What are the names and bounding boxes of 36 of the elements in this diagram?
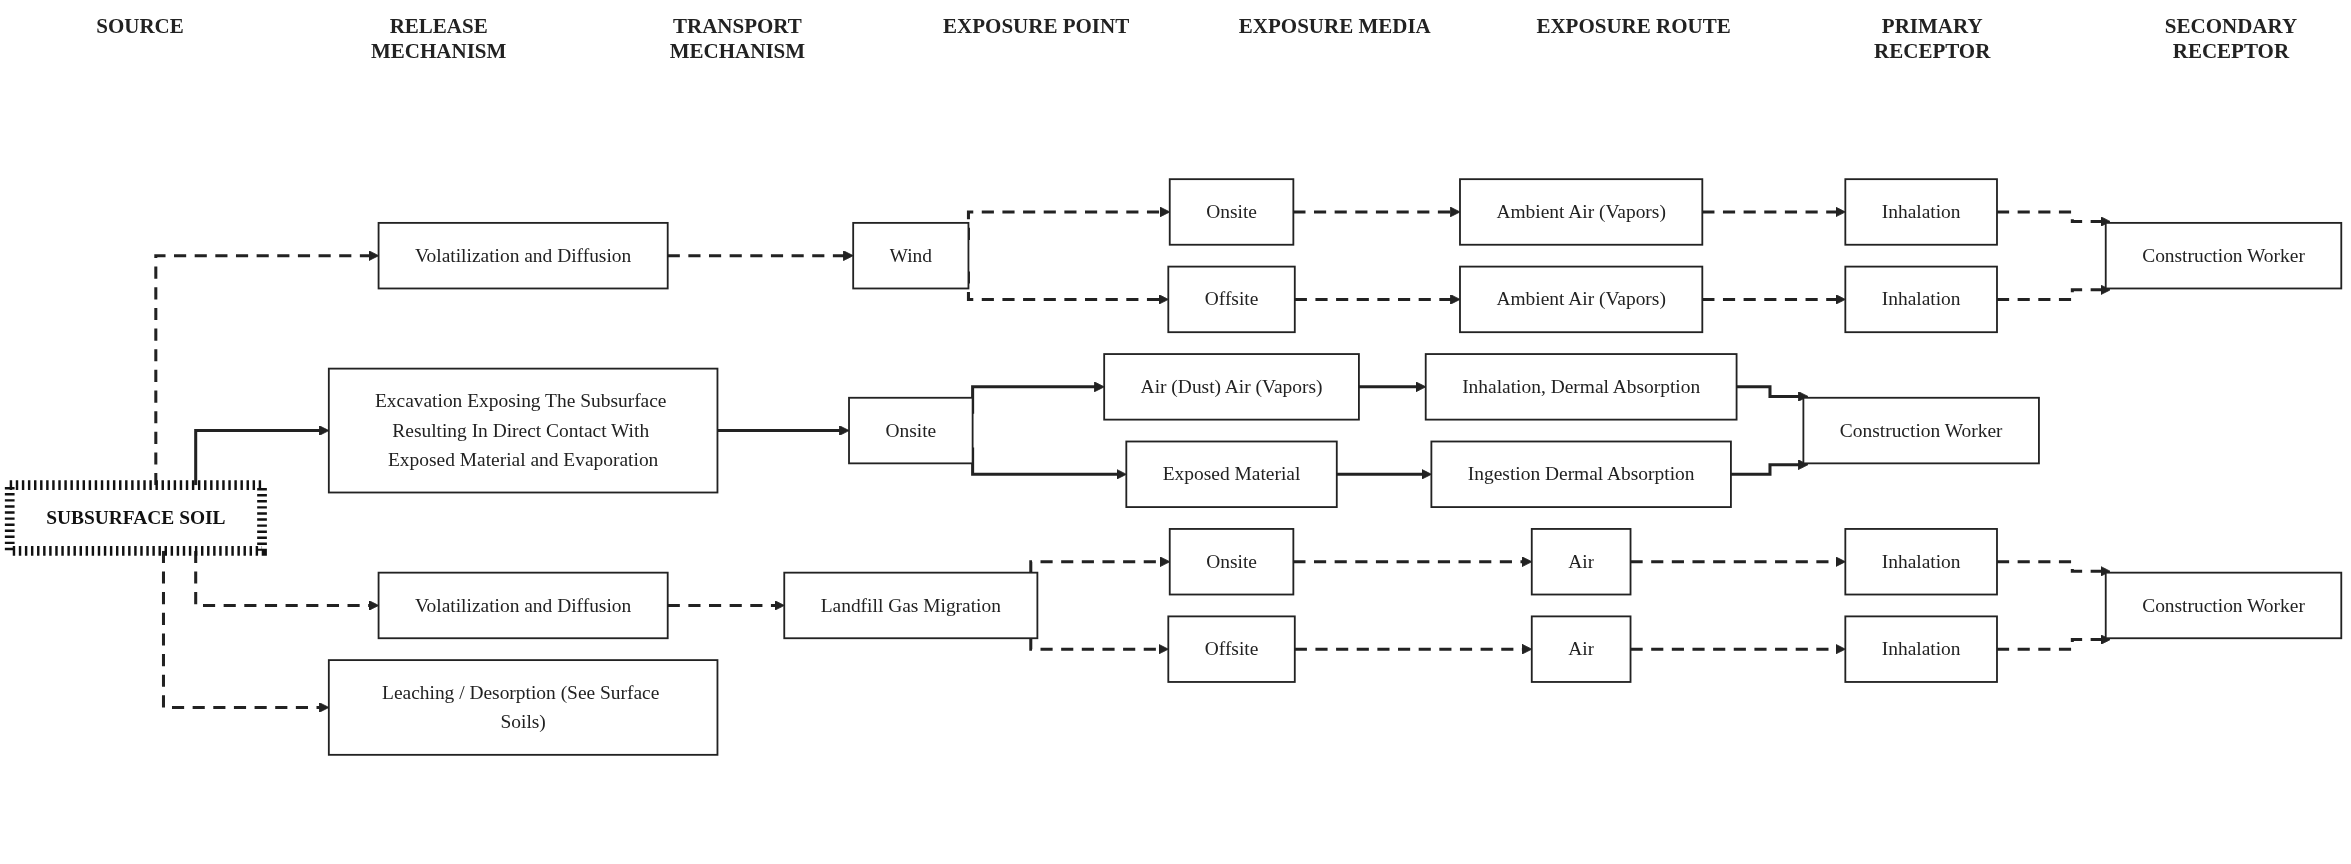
column-heading: EXPOSURE POINT	[942, 14, 1131, 40]
node-box: Offsite	[1167, 265, 1296, 334]
node-box: Ingestion Dermal Absorption	[1430, 440, 1732, 508]
node-box: Inhalation, Dermal Absorption	[1424, 353, 1738, 421]
node-box: Exposed Material	[1125, 440, 1338, 508]
node-box: Air (Dust) Air (Vapors)	[1103, 353, 1360, 421]
node-box: Volatilization and Diffusion	[377, 571, 669, 640]
column-heading: EXPOSURE ROUTE	[1535, 14, 1732, 40]
node-box: Onsite	[848, 396, 974, 465]
node-box: Ambient Air (Vapors)	[1459, 178, 1704, 246]
column-heading: SECONDARY RECEPTOR	[2163, 14, 2299, 65]
column-heading: RELEASE MECHANISM	[370, 14, 508, 65]
node-box: Landfill Gas Migration	[783, 571, 1039, 640]
column-heading: SOURCE	[95, 14, 185, 40]
node-box: Onsite	[1168, 178, 1295, 246]
node-box: SUBSURFACE SOIL	[4, 480, 267, 556]
node-box: Inhalation	[1844, 265, 1998, 334]
node-box: Onsite	[1168, 528, 1295, 596]
node-box: Wind	[852, 222, 970, 290]
node-box: Air	[1530, 528, 1632, 596]
node-box: Leaching / Desorption (See Surface Soils)	[327, 659, 719, 756]
node-box: Ambient Air (Vapors)	[1459, 265, 1704, 334]
node-box: Inhalation	[1844, 528, 1998, 596]
node-box: Air	[1530, 615, 1632, 683]
node-box: Volatilization and Diffusion	[377, 222, 669, 290]
node-box: Inhalation	[1844, 615, 1998, 683]
node-box: Excavation Exposing The Subsurface Resulting In Direct Contact With Exposed Material and Evaporation	[327, 367, 719, 494]
node-box: Construction Worker	[2104, 222, 2343, 290]
column-heading: PRIMARY RECEPTOR	[1873, 14, 1992, 65]
node-box: Construction Worker	[1802, 396, 2040, 465]
column-heading: EXPOSURE MEDIA	[1237, 14, 1432, 40]
column-heading: TRANSPORT MECHANISM	[668, 14, 807, 65]
node-box: Inhalation	[1844, 178, 1998, 246]
node-box: Construction Worker	[2104, 571, 2343, 640]
arrow	[1029, 638, 1169, 655]
node-box: Offsite	[1167, 615, 1296, 683]
